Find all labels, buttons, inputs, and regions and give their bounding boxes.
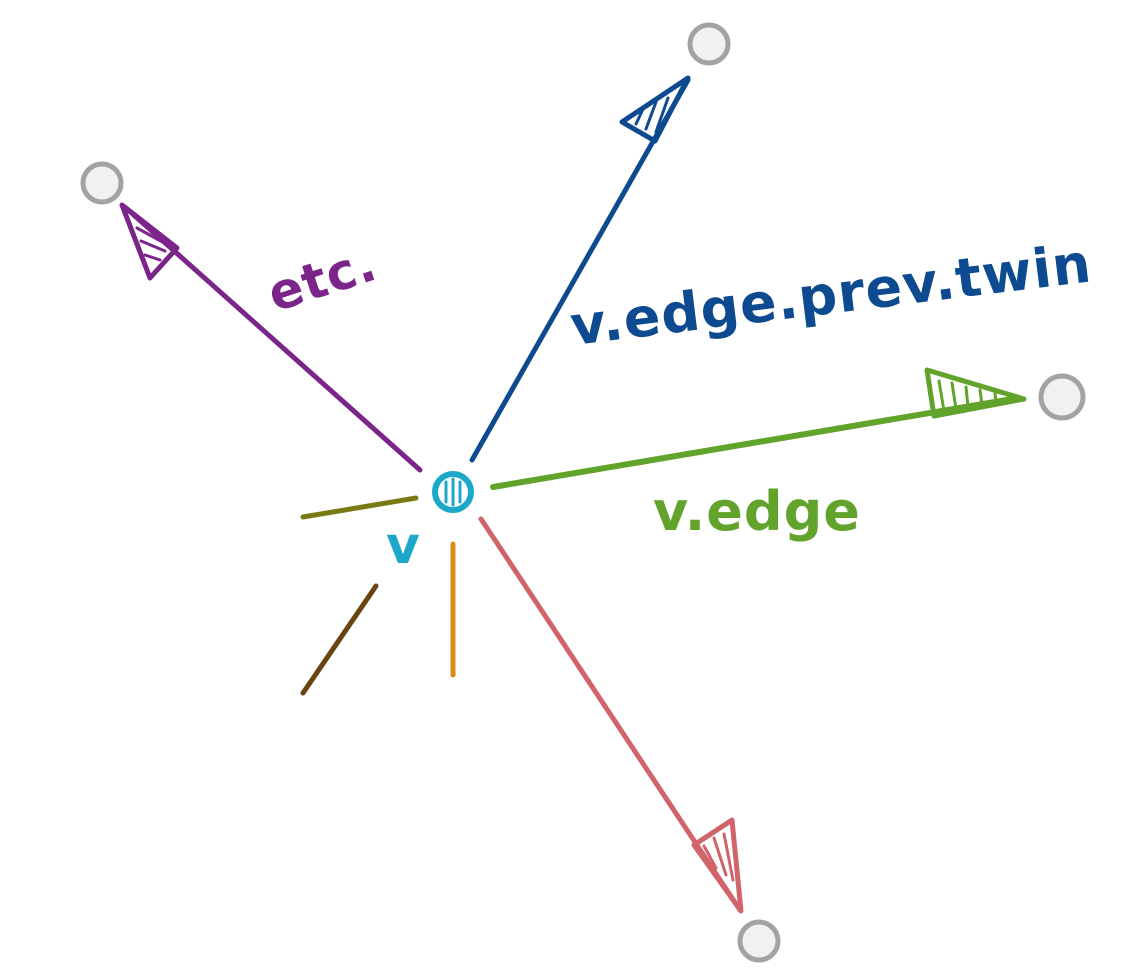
vedge-edge-hatching xyxy=(937,379,998,413)
etc-edge-arrowhead xyxy=(119,202,180,281)
prev-twin-edge-line xyxy=(469,77,691,463)
vertex-hatching xyxy=(444,477,462,507)
vedge-edge-line xyxy=(490,395,1021,490)
etc-edge-line xyxy=(123,205,423,473)
etc-edge xyxy=(119,202,423,473)
vedge-label: v.edge xyxy=(653,480,861,543)
vertex-v xyxy=(432,471,474,513)
red-edge-arrowhead xyxy=(691,817,744,914)
endpoint-node-top xyxy=(687,22,731,66)
prev-twin-edge-arrowhead xyxy=(619,75,691,144)
olive-stub-edge xyxy=(300,495,419,520)
endpoint-node-left xyxy=(80,161,124,205)
red-edge-hatching xyxy=(702,832,735,882)
vedge-edge-arrowhead xyxy=(924,367,1027,419)
prev-twin-edge-hatching xyxy=(634,96,670,134)
etc-edge-hatching xyxy=(135,226,170,262)
prev-twin-edge xyxy=(469,75,691,463)
vedge-edge xyxy=(490,367,1027,490)
etc-label: etc. xyxy=(261,234,384,323)
endpoint-node-bottom xyxy=(737,919,781,963)
prev-twin-label: v.edge.prev.twin xyxy=(567,231,1095,357)
brown-stub-edge xyxy=(300,583,379,696)
endpoint-node-right xyxy=(1038,373,1086,421)
red-edge xyxy=(478,516,744,914)
vertex-label: v xyxy=(386,516,421,576)
